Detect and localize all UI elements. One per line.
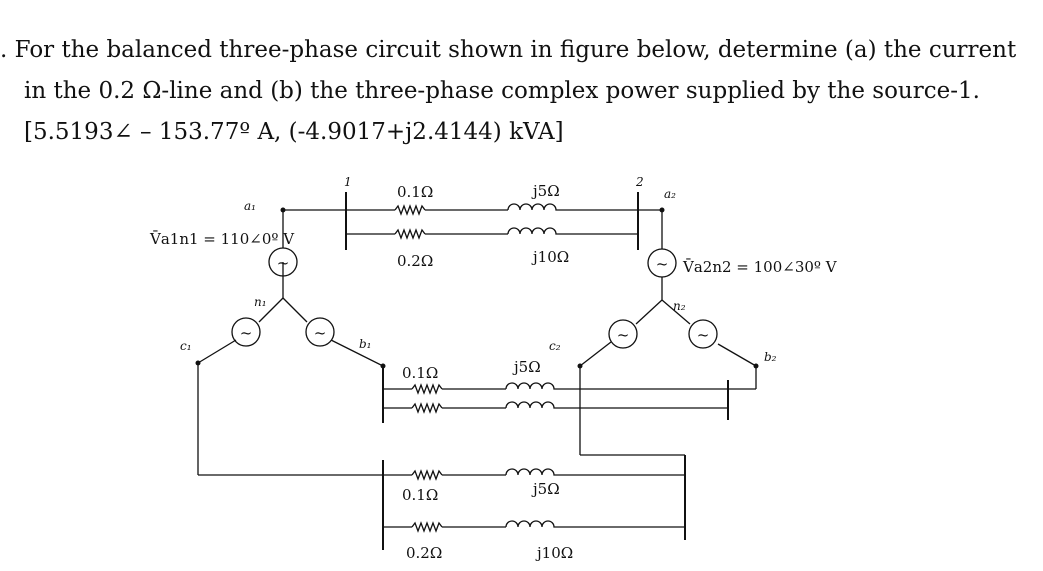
node-b1-label: b₁ [359,337,372,351]
label-b-r1: 0.1Ω [402,364,438,382]
source2-phase-a: ~ [647,248,677,278]
label-c-x1: j5Ω [531,480,560,498]
source-symbol: ~ [617,326,630,344]
node-b2-label: b₂ [764,350,777,364]
bus-1-label: 1 [344,175,352,189]
source1-phase-a: ~ [268,247,298,277]
resistor-b-0p2 [411,402,443,414]
circuit-wiring [197,192,757,550]
label-a-r1: 0.1Ω [397,183,433,201]
source-symbol: ~ [697,326,710,344]
source-symbol: ~ [314,324,327,342]
source-symbol: ~ [240,324,253,342]
source1-phase-b: ~ [305,317,335,347]
node-c1-label: c₁ [180,339,192,353]
node-n1-label: n₁ [254,295,267,309]
label-a-r2: 0.2Ω [397,252,433,270]
label-c-x2: j10Ω [535,544,573,562]
resistor-a-0p2 [394,228,426,240]
label-c-r2: 0.2Ω [406,544,442,562]
inductor-c-j5 [505,468,560,476]
inductor-b-j5 [505,382,560,390]
source2-phase-b: ~ [688,319,718,349]
source2-phase-c: ~ [608,319,638,349]
label-b-x1: j5Ω [512,358,541,376]
resistor-c-0p2 [411,521,443,533]
problem-line-1: . For the balanced three-phase circuit s… [0,37,1017,63]
label-a-x2: j10Ω [531,248,569,266]
source-symbol: ~ [656,255,669,273]
resistor-c-0p1 [411,469,443,481]
inductor-b-2 [505,401,560,409]
resistor-a-0p1 [394,204,426,216]
label-c-r1: 0.1Ω [402,486,438,504]
label-a-x1: j5Ω [531,182,560,200]
source2-voltage-label: V̄a2n2 = 100∠30º V [682,258,838,276]
bus-2-label: 2 [635,175,644,189]
node-dots [195,207,759,369]
ac-sources: ~ ~ ~ ~ ~ ~ [231,247,718,349]
source1-voltage-label: V̄a1n1 = 110∠0º V [149,230,295,248]
source1-phase-c: ~ [231,317,261,347]
inductor-a-j10 [507,227,562,235]
node-a2-label: a₂ [664,187,676,201]
node-n2-label: n₂ [673,299,686,313]
resistors [394,204,443,533]
inductors [505,203,562,528]
inductor-c-j10 [505,520,560,528]
inductor-a-j5 [507,203,562,211]
problem-line-2: in the 0.2 Ω-line and (b) the three-phas… [24,78,980,104]
node-c2-label: c₂ [549,339,561,353]
resistor-b-0p1 [411,383,443,395]
source-symbol: ~ [277,254,290,272]
problem-answer: [5.5193∠ – 153.77º A, (-4.9017+j2.4144) … [24,119,564,145]
node-a1-label: a₁ [244,199,256,213]
